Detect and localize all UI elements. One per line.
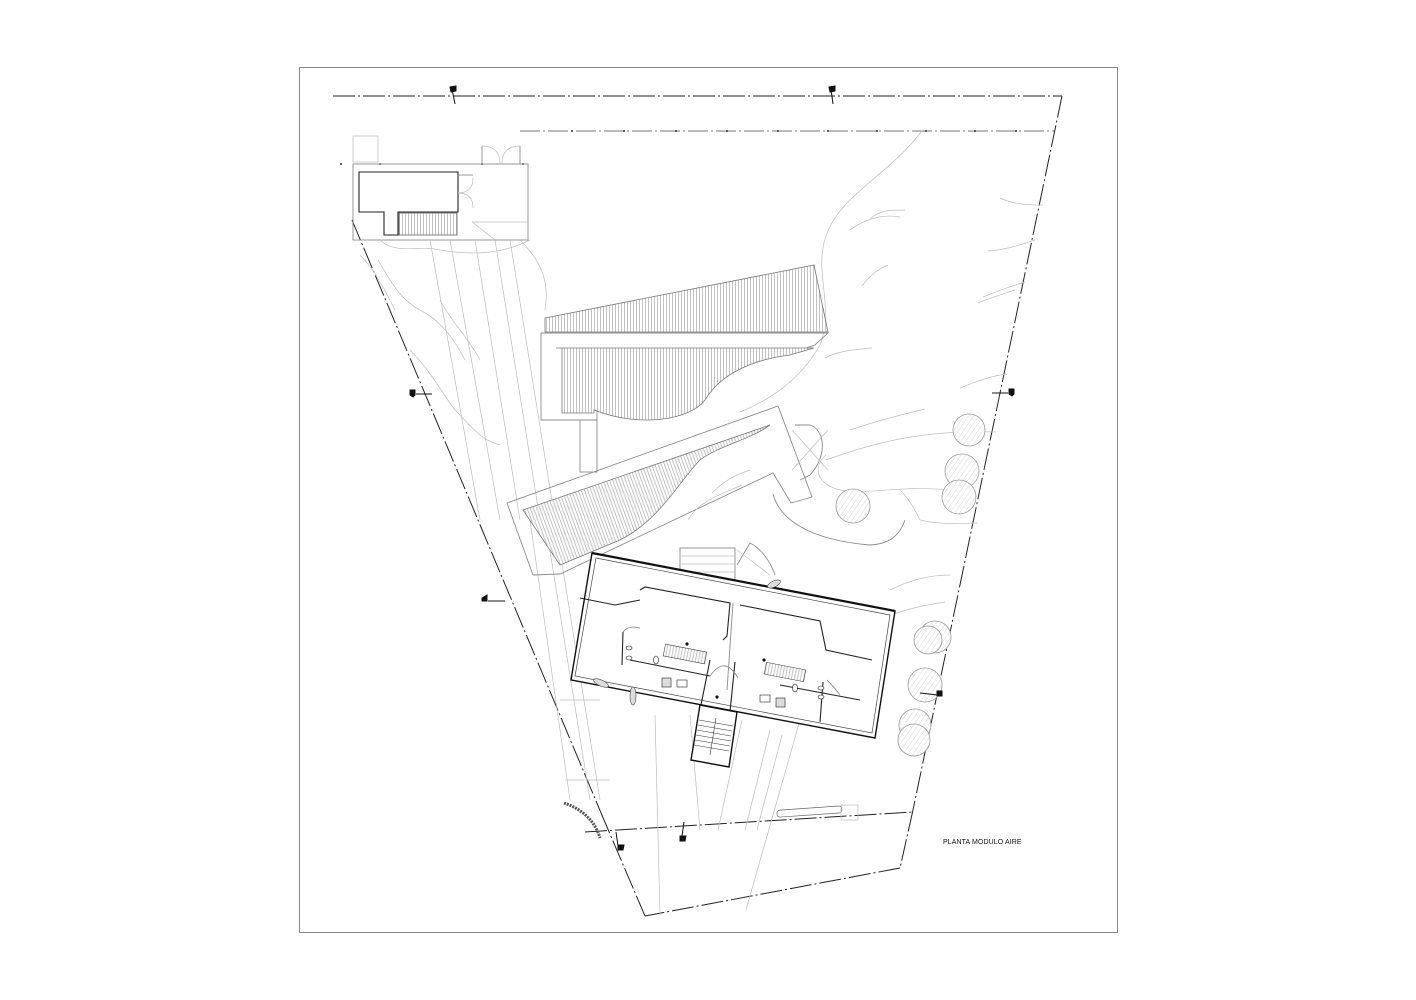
tree-icon bbox=[907, 667, 943, 703]
section-arrow-icon bbox=[449, 85, 457, 105]
main-module-floor-plan bbox=[570, 551, 896, 768]
section-arrow-icon bbox=[992, 388, 1015, 397]
site-boundary bbox=[340, 95, 1063, 917]
section-arrow-icon bbox=[919, 690, 943, 697]
section-arrow-icon bbox=[828, 85, 836, 105]
tree-icon bbox=[941, 479, 977, 515]
planter-bench bbox=[776, 804, 859, 821]
section-markers bbox=[409, 85, 1015, 851]
drawing-title: PLANTA MODULO AIRE bbox=[943, 839, 1022, 846]
section-arrow-icon bbox=[679, 821, 687, 842]
tree-icon bbox=[835, 488, 871, 524]
section-arrow-icon bbox=[409, 389, 432, 398]
upper-roof-terrace bbox=[540, 264, 830, 473]
tree-icon bbox=[952, 413, 986, 447]
terrain-contours bbox=[359, 130, 1044, 621]
lower-roof-terrace bbox=[506, 405, 906, 576]
section-arrow-icon bbox=[615, 831, 625, 851]
upper-module-building bbox=[352, 135, 529, 241]
trees bbox=[835, 413, 986, 757]
tree-icon bbox=[897, 723, 931, 757]
tree-icon bbox=[913, 625, 943, 655]
section-arrow-icon bbox=[481, 594, 505, 602]
curved-garden-wall bbox=[563, 801, 602, 839]
